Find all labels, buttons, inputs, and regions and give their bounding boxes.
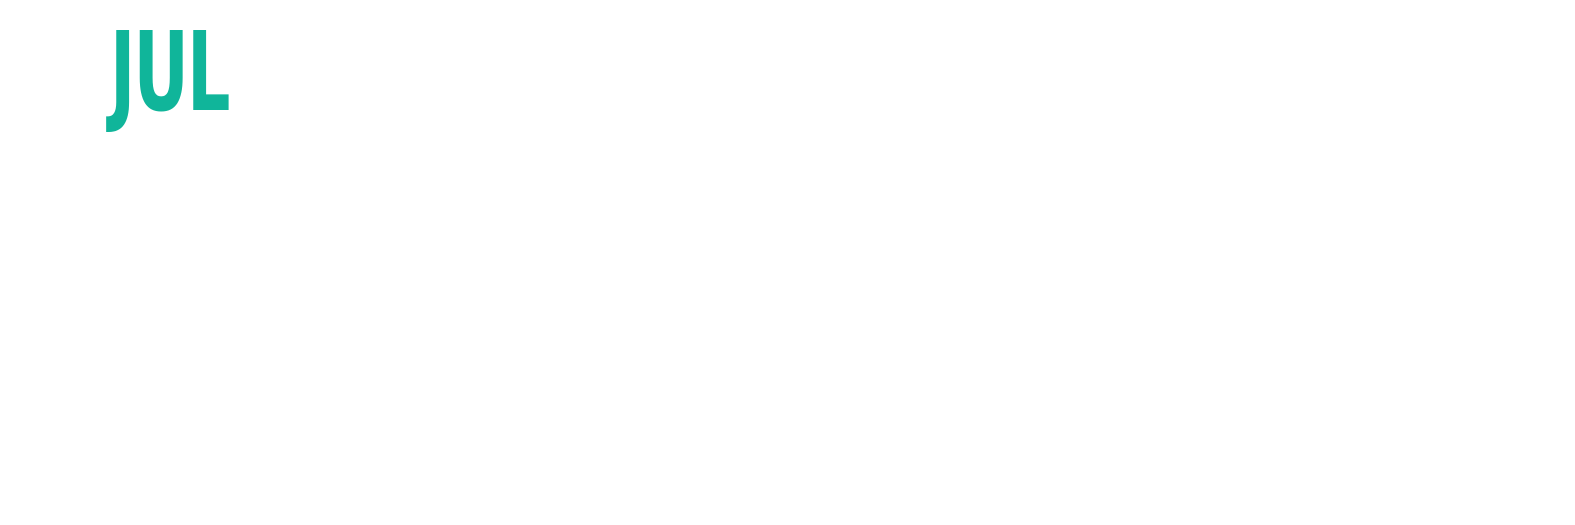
month-label: JUL — [110, 8, 230, 136]
content-area — [0, 140, 1575, 525]
